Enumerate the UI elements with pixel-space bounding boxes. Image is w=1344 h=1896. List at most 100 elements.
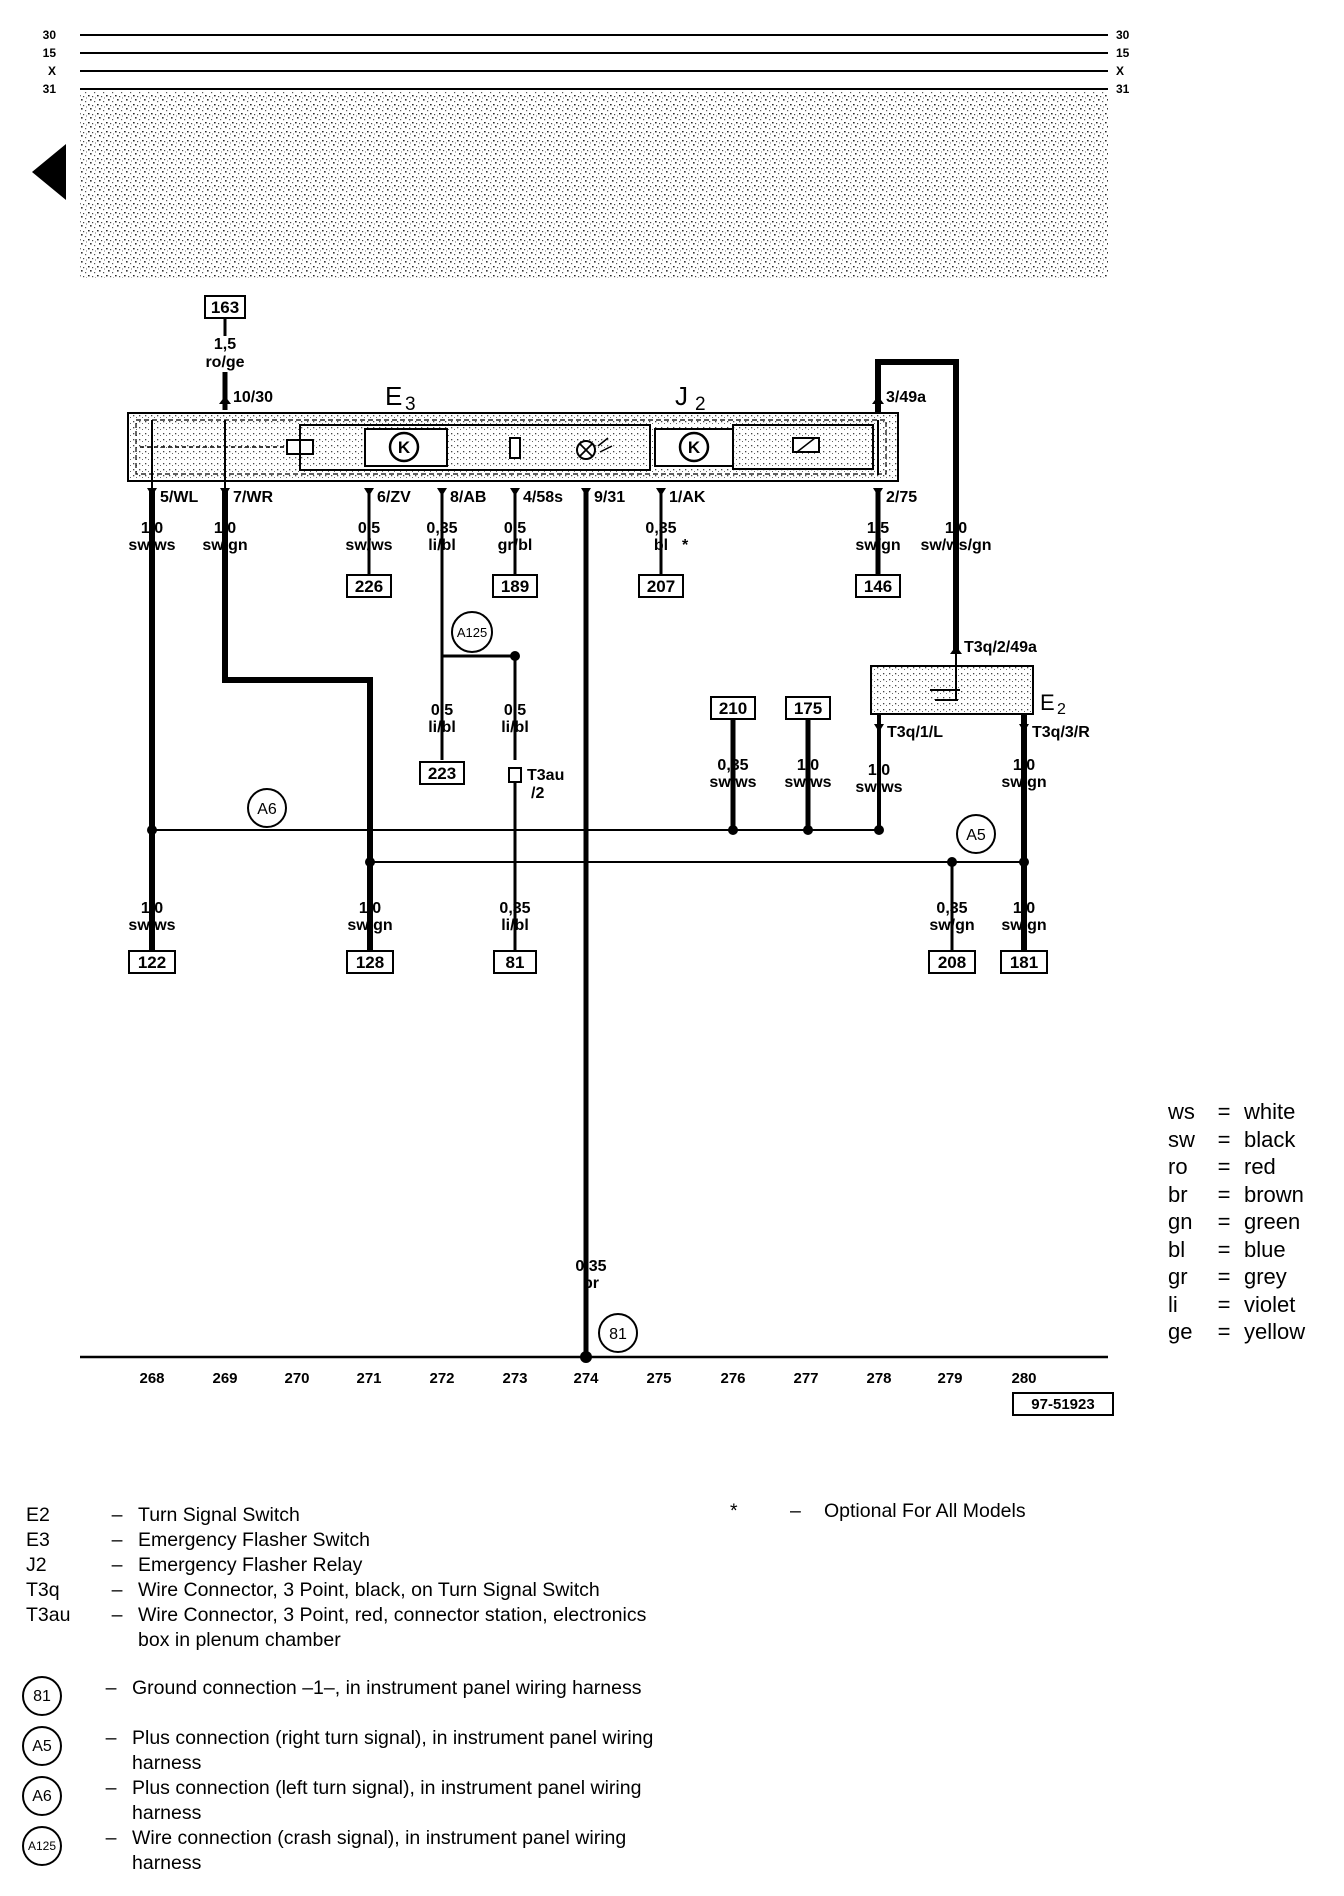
svg-text:0,5: 0,5 [431, 702, 453, 719]
ref-box-122: 122 [128, 950, 176, 974]
svg-text:81: 81 [609, 1326, 627, 1343]
connection-key: 81 –Ground connection –1–, in instrument… [22, 1676, 692, 1876]
svg-text:A125: A125 [457, 625, 487, 640]
ref-box-128: 128 [346, 950, 394, 974]
connection-key-row: A5 –Plus connection (right turn signal),… [22, 1726, 692, 1776]
svg-text:T3q/3/R: T3q/3/R [1032, 724, 1090, 741]
svg-text:2: 2 [1057, 701, 1066, 718]
svg-text:275: 275 [646, 1370, 671, 1387]
svg-text:272: 272 [429, 1370, 454, 1387]
svg-text:31: 31 [43, 82, 57, 96]
key-row: J2–Emergency Flasher Relay [26, 1554, 363, 1576]
legend-row: sw=black [1168, 1126, 1296, 1152]
svg-text:1/AK: 1/AK [669, 489, 706, 506]
legend-row: ro=red [1168, 1154, 1276, 1179]
svg-text:X: X [48, 64, 56, 78]
svg-text:0,5: 0,5 [504, 520, 526, 537]
connection-key-row: 81 –Ground connection –1–, in instrument… [22, 1676, 692, 1726]
svg-text:T3q/1/L: T3q/1/L [887, 724, 943, 741]
legend-row: li=violet [1168, 1291, 1296, 1317]
svg-text:0,35: 0,35 [717, 757, 748, 774]
bus-bar-x: X X [48, 64, 1124, 78]
svg-text:128: 128 [356, 953, 384, 972]
svg-text:T3q/2/49a: T3q/2/49a [964, 639, 1037, 656]
svg-text:sw/ws: sw/ws [855, 779, 902, 796]
svg-text:274: 274 [573, 1370, 599, 1387]
svg-text:1,0: 1,0 [359, 900, 381, 917]
svg-text:ro/ge: ro/ge [205, 354, 244, 371]
svg-text:li/bl: li/bl [501, 917, 529, 934]
connection-a5: A5 [956, 814, 996, 854]
svg-text:268: 268 [139, 1370, 164, 1387]
svg-text:sw/gn: sw/gn [929, 917, 974, 934]
svg-text:269: 269 [212, 1370, 237, 1387]
ref-box-181: 181 [1000, 950, 1048, 974]
svg-text:1,0: 1,0 [1013, 757, 1035, 774]
svg-text:sw/ws: sw/ws [345, 537, 392, 554]
svg-text:210: 210 [719, 699, 747, 718]
ref-box-81: 81 [493, 950, 537, 974]
key-row: E3–Emergency Flasher Switch [26, 1529, 370, 1551]
svg-text:sw/gn: sw/gn [347, 917, 392, 934]
svg-text:sw/gn: sw/gn [1001, 917, 1046, 934]
svg-text:sw/ws: sw/ws [709, 774, 756, 791]
component-key: E2–Turn Signal Switch E3–Emergency Flash… [26, 1503, 678, 1653]
svg-text:0,5: 0,5 [504, 702, 526, 719]
t3au-connector-icon [508, 767, 522, 783]
key-row: T3au–Wire Connector, 3 Point, red, conne… [26, 1604, 647, 1651]
svg-text:122: 122 [138, 953, 166, 972]
svg-text:5/WL: 5/WL [160, 489, 198, 506]
svg-text:223: 223 [428, 764, 456, 783]
ref-box-210: 210 [710, 696, 756, 720]
ground-connection-81: 81 [598, 1313, 638, 1353]
bus-bar-31: 31 31 [43, 82, 1130, 96]
bus-bar-15: 15 15 [43, 46, 1130, 60]
svg-text:sw/gn: sw/gn [1001, 774, 1046, 791]
svg-text:276: 276 [720, 1370, 745, 1387]
connection-key-row: A6 –Plus connection (left turn signal), … [22, 1776, 692, 1826]
ref-box-207: 207 [638, 574, 684, 598]
e3-flasher-lamp-icon [388, 431, 420, 463]
svg-text:6/ZV: 6/ZV [377, 489, 411, 506]
svg-text:8/AB: 8/AB [450, 489, 486, 506]
legend-row: gn=green [1168, 1209, 1301, 1234]
svg-text:li/bl: li/bl [501, 719, 529, 736]
optional-note: *–Optional For All Models [730, 1500, 1026, 1522]
svg-text:4/58s: 4/58s [523, 489, 563, 506]
legend-row: br=brown [1168, 1181, 1304, 1207]
svg-text:3/49a: 3/49a [886, 389, 926, 406]
svg-text:K: K [688, 438, 701, 457]
svg-text:0,35: 0,35 [575, 1258, 606, 1275]
svg-text:207: 207 [647, 577, 675, 596]
svg-text:2/75: 2/75 [886, 489, 917, 506]
svg-text:sw/ws: sw/ws [784, 774, 831, 791]
svg-text:30: 30 [1116, 28, 1130, 42]
legend-row: ws=white [1168, 1099, 1296, 1124]
key-row: E2–Turn Signal Switch [26, 1504, 300, 1526]
svg-text:175: 175 [794, 699, 822, 718]
svg-text:li/bl: li/bl [428, 719, 456, 736]
svg-text:146: 146 [864, 577, 892, 596]
key-row: T3q–Wire Connector, 3 Point, black, on T… [26, 1579, 600, 1601]
svg-text:1,0: 1,0 [945, 520, 967, 537]
ref-box-208: 208 [928, 950, 976, 974]
svg-text:81: 81 [506, 953, 525, 972]
diode-icon [509, 437, 521, 459]
svg-text:2: 2 [695, 394, 706, 415]
svg-text:3: 3 [405, 394, 416, 415]
svg-text:1,0: 1,0 [141, 520, 163, 537]
svg-text:0,35: 0,35 [936, 900, 967, 917]
svg-text:97-51923: 97-51923 [1031, 1396, 1094, 1413]
svg-text:sw/ws: sw/ws [128, 917, 175, 934]
legend-row: bl=blue [1168, 1236, 1286, 1262]
svg-text:1,5: 1,5 [214, 336, 236, 353]
svg-text:15: 15 [1116, 46, 1130, 60]
svg-text:1,0: 1,0 [797, 757, 819, 774]
svg-text:277: 277 [793, 1370, 818, 1387]
ref-box-163: 163 [204, 295, 246, 319]
svg-text:7/WR: 7/WR [233, 489, 273, 506]
svg-text:br: br [583, 1275, 599, 1292]
svg-text:15: 15 [43, 46, 57, 60]
component-e2-label: E [1040, 690, 1055, 715]
